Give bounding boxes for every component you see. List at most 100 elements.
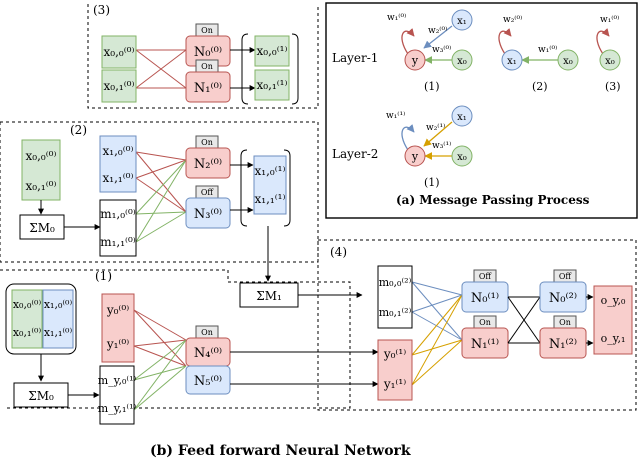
x-label: x₁,₁⁽⁰⁾	[103, 171, 134, 185]
y-node-box	[377, 339, 413, 401]
x-label: x₁,₀⁽¹⁾	[255, 164, 286, 178]
x-label: x₀,₀⁽¹⁾	[257, 44, 288, 58]
weight-label: w₁⁽⁰⁾	[538, 44, 557, 55]
layer-2-label: Layer-2	[332, 147, 378, 161]
badge-label: Off	[479, 272, 493, 281]
group-label: (1)	[424, 176, 440, 189]
message-label: m₀,₁⁽²⁾	[379, 306, 412, 319]
y-node	[404, 145, 426, 167]
neuron-label: N₁⁽⁰⁾	[194, 81, 222, 96]
y-label: y₁⁽¹⁾	[383, 377, 406, 391]
node-label: x₁	[507, 56, 517, 67]
badge-label: Off	[559, 272, 573, 281]
badge-label: On	[201, 138, 213, 147]
x-input-box	[101, 69, 137, 103]
node-label: x₀	[457, 152, 467, 163]
x-input-box	[101, 35, 137, 69]
x1-node	[451, 9, 473, 31]
neuron-node	[185, 147, 231, 179]
badge-label: On	[559, 318, 571, 327]
x0-node	[599, 49, 621, 71]
weight-label: w₂⁽⁰⁾	[428, 25, 447, 36]
neuron-label: N₅⁽⁰⁾	[194, 374, 222, 389]
node-label: x₁	[457, 16, 467, 27]
x-input-box	[11, 289, 43, 349]
neuron-label: N₀⁽⁰⁾	[194, 45, 222, 60]
x-label: x₀,₁⁽¹⁾	[257, 78, 288, 92]
weight-label: w₃⁽¹⁾	[432, 140, 451, 151]
x-label: x₁,₀⁽⁰⁾	[103, 144, 134, 158]
message-label: m_y,₀⁽¹⁾	[98, 374, 137, 387]
node-label: y	[411, 54, 419, 67]
self-loop	[401, 124, 415, 151]
message-label: m₀,₀⁽²⁾	[379, 276, 412, 289]
output-box	[593, 285, 633, 355]
x-input-box	[42, 289, 74, 349]
section-label-3: (3)	[93, 3, 110, 17]
x-label: x₀,₁⁽⁰⁾	[26, 179, 57, 193]
frame-3	[87, 4, 319, 109]
output-label: o_y,₁	[601, 332, 626, 345]
bracket	[241, 33, 299, 105]
x-label: x₀,₁⁽⁰⁾	[104, 79, 135, 93]
layer-1-label: Layer-1	[332, 51, 378, 65]
node-label: x₁	[457, 112, 467, 123]
section-label-1: (1)	[95, 269, 112, 283]
badge-label: On	[201, 328, 213, 337]
y-label: y₀⁽⁰⁾	[106, 303, 129, 317]
x0-node	[451, 145, 473, 167]
weight-label: w₁⁽¹⁾	[386, 110, 405, 121]
section-4-edges-in	[411, 281, 463, 386]
self-loop	[596, 28, 610, 55]
x-label: x₀,₀⁽⁰⁾	[104, 45, 135, 59]
message-box	[99, 365, 135, 425]
neuron-label: N₃⁽⁰⁾	[194, 207, 222, 222]
weight-label: w₃⁽⁰⁾	[432, 44, 451, 55]
neuron-label: N₄⁽⁰⁾	[194, 346, 222, 361]
neuron-label: N₂⁽⁰⁾	[194, 157, 222, 172]
x-label: x₁,₁⁽⁰⁾	[44, 326, 73, 339]
x0-node	[451, 49, 473, 71]
neuron-node	[185, 197, 231, 229]
sum-label: ΣM₀	[29, 221, 55, 235]
weight-label: w₁⁽⁰⁾	[387, 12, 406, 23]
self-loop	[401, 28, 415, 55]
node-label: y	[411, 150, 419, 163]
message-label: m_y,₁⁽¹⁾	[98, 402, 137, 415]
section-frames	[0, 4, 637, 411]
edge	[423, 121, 453, 147]
section-3-edges	[135, 49, 187, 89]
output-label: o_y,₀	[601, 294, 626, 307]
weight-label: w₂⁽⁰⁾	[503, 14, 522, 25]
panel-a-frame	[325, 2, 638, 219]
panel-a-caption: (a) Message Passing Process	[396, 193, 590, 207]
message-box	[99, 199, 137, 257]
x-label: x₀,₁⁽⁰⁾	[13, 326, 42, 339]
x-node-box	[99, 135, 137, 193]
section-1-edges	[133, 309, 187, 411]
neuron-label: N₁⁽²⁾	[549, 337, 577, 352]
weight-label: w₂⁽¹⁾	[426, 122, 445, 133]
sum-box	[13, 382, 69, 408]
x-label: x₀,₀⁽⁰⁾	[13, 298, 42, 311]
node-label: x₀	[605, 56, 615, 67]
node-label: x₀	[563, 56, 573, 67]
badge-label: On	[201, 26, 213, 35]
frame-4	[317, 239, 637, 411]
x-label: x₁,₁⁽¹⁾	[255, 192, 286, 206]
x-label: x₀,₀⁽⁰⁾	[26, 149, 57, 163]
x-label: x₁,₀⁽⁰⁾	[44, 298, 73, 311]
group-label: (3)	[605, 80, 621, 93]
sum-label: ΣM₁	[256, 289, 282, 303]
y-node	[404, 49, 426, 71]
group-label: (1)	[424, 80, 440, 93]
section-label-2: (2)	[70, 123, 87, 137]
bracket	[240, 149, 291, 227]
x1-node	[501, 49, 523, 71]
sum-label: ΣM₀	[28, 389, 54, 403]
message-label: m₁,₁⁽⁰⁾	[100, 235, 136, 249]
edge	[423, 25, 453, 49]
neuron-label: N₁⁽¹⁾	[471, 337, 499, 352]
message-label: m₁,₀⁽⁰⁾	[100, 207, 136, 221]
